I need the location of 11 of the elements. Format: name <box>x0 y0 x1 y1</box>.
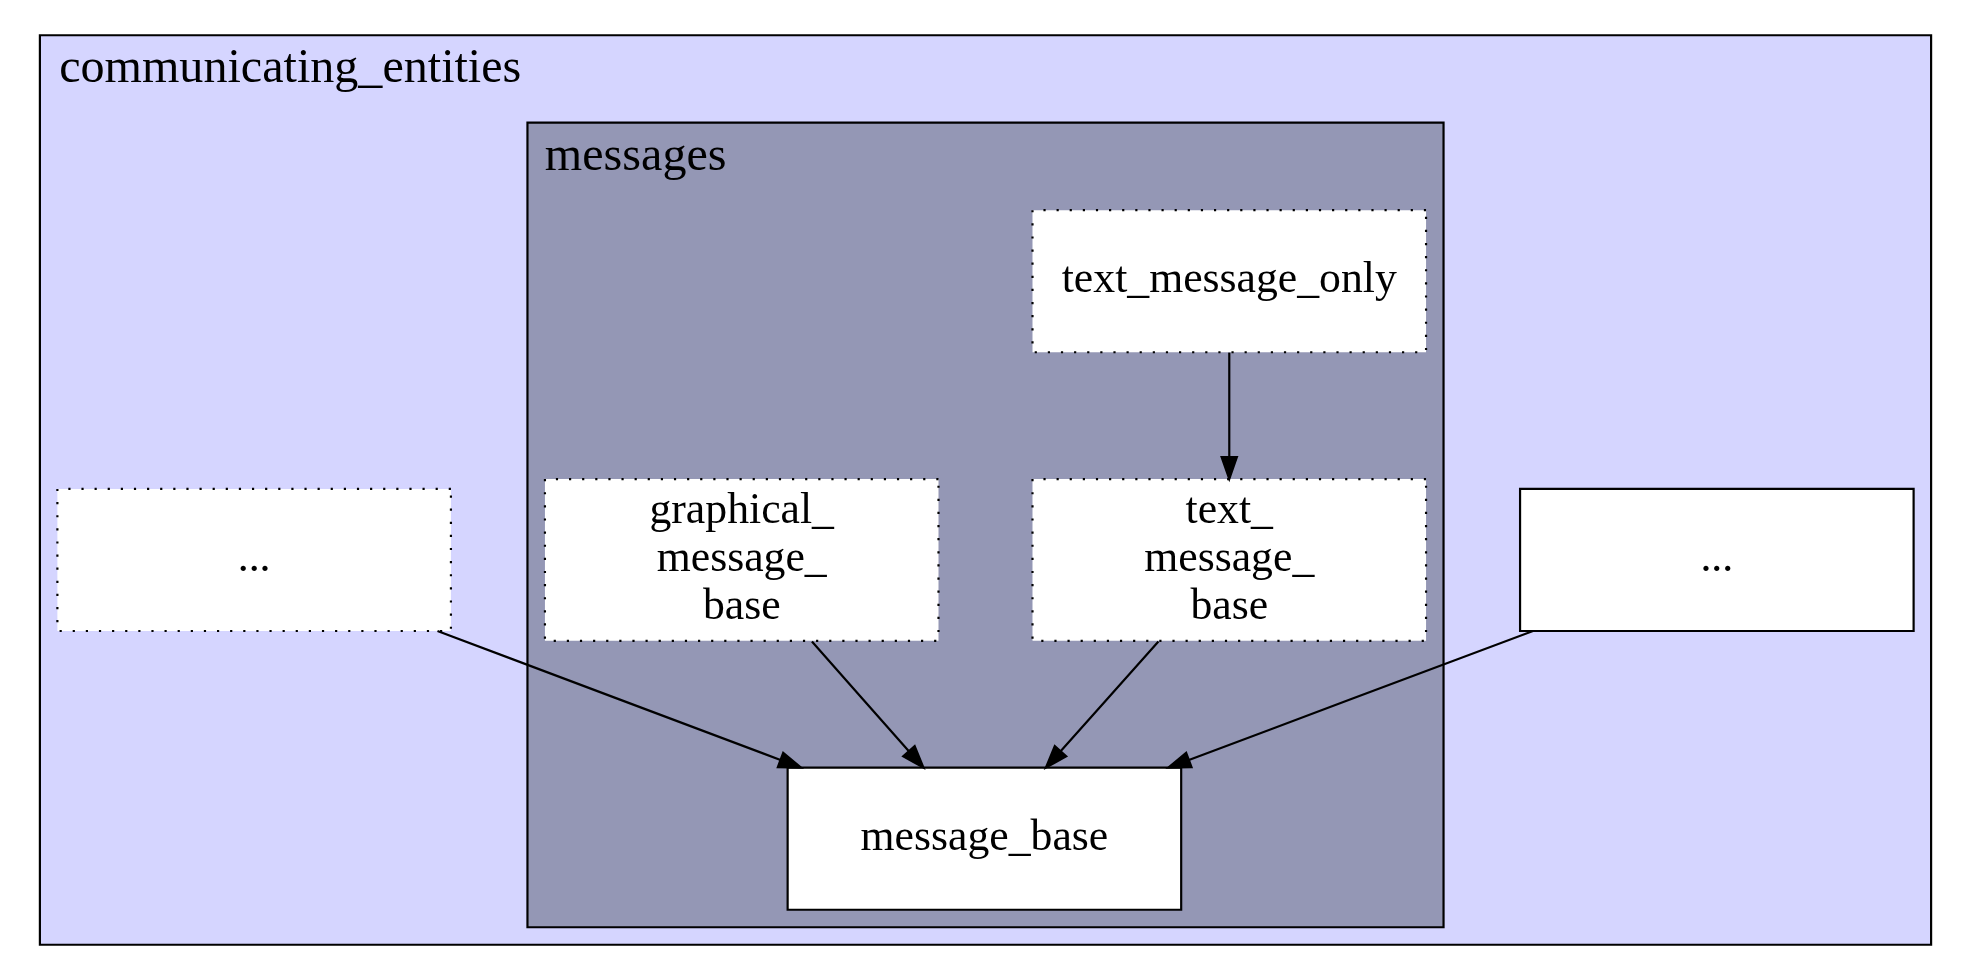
arrow <box>1164 629 1533 769</box>
arrow <box>1043 640 1159 770</box>
node-box: graphical_ message_ base <box>543 477 940 642</box>
node-box: text_ message_ base <box>1030 477 1427 642</box>
node-box: ... <box>1518 487 1915 632</box>
node-box: text_message_only <box>1030 208 1427 353</box>
arrow <box>436 629 804 769</box>
arrow <box>810 640 926 770</box>
node-box: ... <box>55 487 452 632</box>
arrow <box>1219 352 1238 482</box>
node-box: message_base <box>786 766 1182 911</box>
